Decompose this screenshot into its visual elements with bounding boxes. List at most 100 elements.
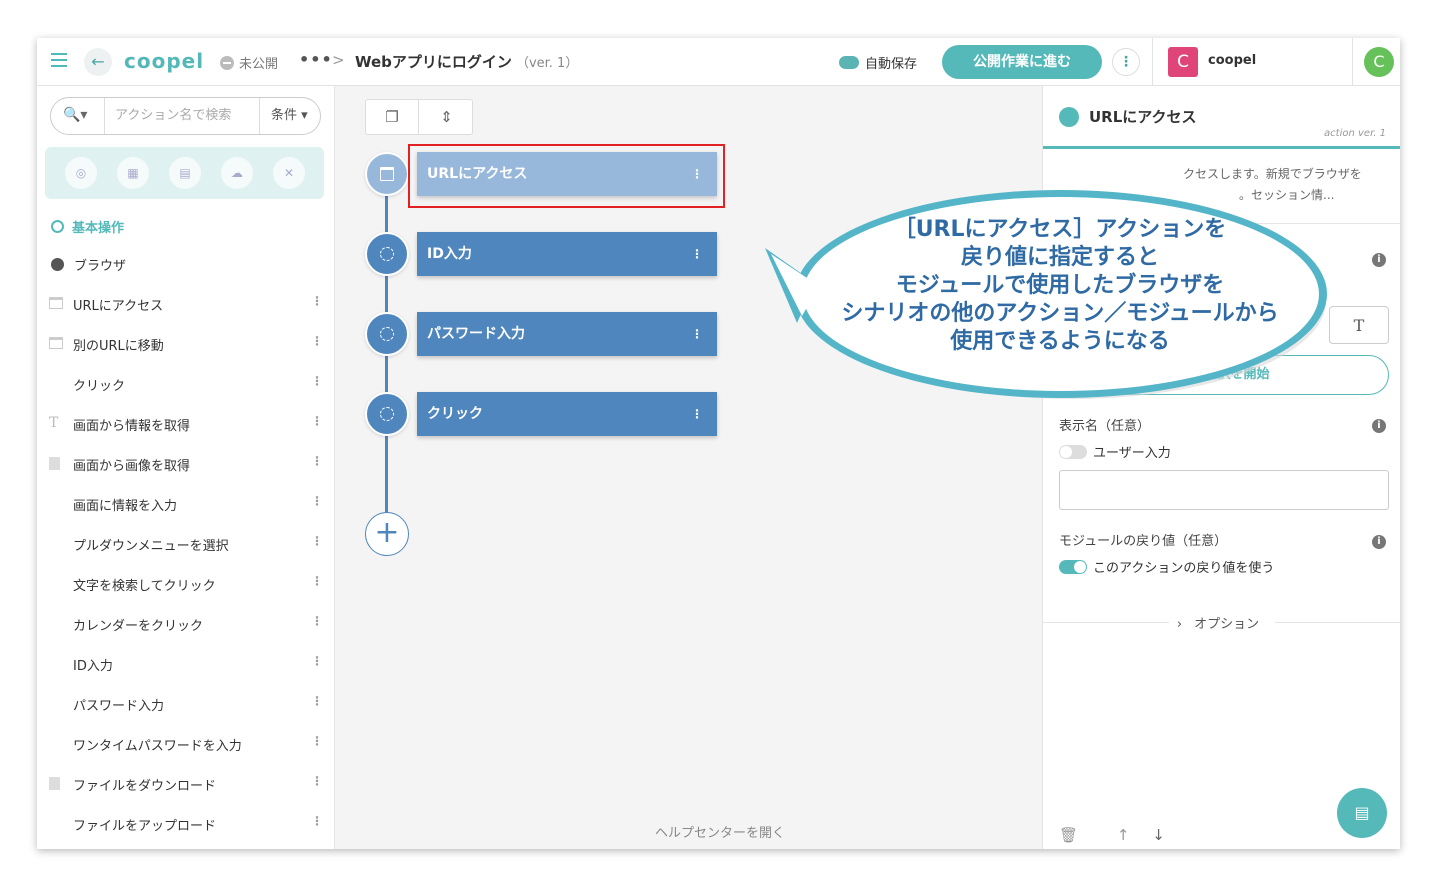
copy-icon[interactable]: ❐	[366, 100, 419, 134]
list-item[interactable]: ID入力 ⋮	[37, 644, 335, 684]
kebab-icon[interactable]: ⋮	[311, 614, 323, 628]
autosave-indicator: 自動保存	[839, 53, 917, 72]
back-button[interactable]: ←	[84, 48, 112, 76]
node-label: ID入力	[427, 246, 472, 262]
kebab-icon[interactable]: ⋮	[311, 294, 323, 308]
description-line: 。セッション情...	[1239, 188, 1335, 202]
list-item[interactable]: パスワード入力 ⋮	[37, 684, 335, 724]
kebab-icon[interactable]: ⋮	[311, 734, 323, 748]
kebab-icon[interactable]: ⋮	[311, 334, 323, 348]
kebab-icon[interactable]: ⋮	[311, 414, 323, 428]
chevron-right-icon: >	[332, 51, 345, 69]
kebab-icon[interactable]: ⋮	[691, 327, 703, 341]
action-label: 画面から情報を取得	[73, 419, 191, 434]
arrow-down-icon[interactable]: ↓	[1152, 826, 1165, 844]
kebab-icon[interactable]: ⋮	[691, 247, 703, 261]
subsection-title: ブラウザ	[74, 259, 127, 274]
category-filter: ◎ ▦ ▤ ☁ ✕	[45, 147, 324, 199]
list-item[interactable]: カレンダーをクリック ⋮	[37, 604, 335, 644]
callout-line: 使用できるようになる	[950, 329, 1170, 354]
help-center-link[interactable]: ヘルプセンターを開く	[654, 826, 785, 841]
list-item[interactable]: ファイルをアップロード ⋮	[37, 804, 335, 844]
list-item[interactable]: URLにアクセス ⋮	[37, 284, 335, 324]
subsection-browser[interactable]: ブラウザ	[51, 255, 126, 274]
arrow-up-icon[interactable]: ↑	[1116, 826, 1130, 844]
list-item[interactable]: 画面から画像を取得 ⋮	[37, 444, 335, 484]
action-label: 画面に情報を入力	[73, 499, 178, 514]
window-icon	[49, 337, 63, 349]
canvas-toolbar: ❐ ⇕	[365, 99, 473, 135]
add-node-button[interactable]: +	[365, 512, 409, 556]
node-status-icon	[365, 392, 409, 436]
kebab-icon[interactable]: ⋮	[311, 454, 323, 468]
org-icon[interactable]: C	[1168, 47, 1198, 77]
avatar[interactable]: C	[1364, 47, 1394, 77]
flow-node[interactable]: URLにアクセス ⋮	[417, 152, 717, 196]
kebab-icon[interactable]: ⋮	[691, 407, 703, 421]
org-name[interactable]: coopel	[1208, 53, 1257, 68]
node-label: パスワード入力	[427, 326, 525, 342]
kebab-icon[interactable]: ⋮	[311, 374, 323, 388]
list-item[interactable]: ファイルをダウンロード ⋮	[37, 764, 335, 804]
status-label: 未公開	[239, 57, 279, 72]
trash-icon[interactable]: 🗑	[1059, 826, 1079, 844]
globe-icon[interactable]: ◎	[65, 157, 97, 189]
kebab-icon[interactable]: ⋮	[311, 494, 323, 508]
list-item[interactable]: 画面に情報を入力 ⋮	[37, 484, 335, 524]
return-value-toggle[interactable]	[1059, 560, 1087, 574]
document-icon[interactable]: ▤	[169, 157, 201, 189]
list-item[interactable]: 文字を検索してクリック ⋮	[37, 564, 335, 604]
condition-dropdown[interactable]: 条件 ▾	[271, 108, 308, 123]
action-label: パスワード入力	[73, 699, 165, 714]
info-icon[interactable]: i	[1372, 253, 1386, 267]
window-icon	[49, 297, 63, 309]
flow-node[interactable]: ID入力 ⋮	[417, 232, 717, 276]
text-mode-button[interactable]: T	[1329, 306, 1389, 344]
list-item[interactable]: クリック ⋮	[37, 364, 335, 404]
excel-icon[interactable]: ▦	[117, 157, 149, 189]
tools-icon[interactable]: ✕	[273, 157, 305, 189]
cloud-icon[interactable]: ☁	[221, 157, 253, 189]
globe-icon	[51, 220, 64, 233]
section-basic-operations[interactable]: 基本操作	[51, 217, 124, 236]
menu-icon[interactable]	[51, 53, 67, 67]
info-icon[interactable]: i	[1372, 419, 1386, 433]
more-options-button[interactable]: •••	[299, 50, 333, 69]
callout-text: ［URLにアクセス］アクションを 戻り値に指定すると モジュールで使用したブラウ…	[795, 216, 1325, 356]
collapse-all-icon[interactable]: ⇕	[440, 108, 453, 126]
list-item[interactable]: ワンタイムパスワードを入力 ⋮	[37, 724, 335, 764]
kebab-icon[interactable]: ⋮	[311, 774, 323, 788]
chat-icon[interactable]: ▤	[1337, 788, 1387, 838]
flow-node[interactable]: クリック ⋮	[417, 392, 717, 436]
kebab-icon[interactable]: ⋮	[691, 167, 703, 181]
kebab-menu-button[interactable]: ⋮	[1112, 48, 1140, 76]
node-label: クリック	[427, 406, 483, 422]
action-label: ID入力	[73, 659, 113, 674]
user-input-toggle[interactable]	[1059, 445, 1087, 459]
flow-node[interactable]: パスワード入力 ⋮	[417, 312, 717, 356]
header: ← coopel 未公開 ••• > Webアプリにログイン（ver. 1） 自…	[37, 38, 1400, 86]
search-icon[interactable]: 🔍▾	[63, 107, 88, 123]
kebab-icon[interactable]: ⋮	[311, 534, 323, 548]
kebab-icon[interactable]: ⋮	[311, 694, 323, 708]
kebab-icon[interactable]: ⋮	[311, 574, 323, 588]
version-label: （ver. 1）	[515, 56, 579, 71]
display-name-input[interactable]	[1059, 470, 1389, 510]
action-description: クセスします。新規でブラウザを 。セッション情...	[1059, 164, 1389, 206]
divider	[1352, 38, 1353, 86]
action-label: ワンタイムパスワードを入力	[73, 739, 242, 754]
options-expander[interactable]: › オプション	[1043, 613, 1400, 632]
highlight-box	[408, 144, 725, 208]
publish-button[interactable]: 公開作業に進む	[942, 45, 1102, 79]
kebab-icon[interactable]: ⋮	[311, 654, 323, 668]
text-icon: T	[49, 415, 59, 431]
kebab-icon[interactable]: ⋮	[311, 814, 323, 828]
list-item[interactable]: プルダウンメニューを選択 ⋮	[37, 524, 335, 564]
search-input[interactable]: アクション名で検索	[104, 98, 260, 134]
info-icon[interactable]: i	[1372, 535, 1386, 549]
list-item[interactable]: T 画面から情報を取得 ⋮	[37, 404, 335, 444]
document-icon	[49, 777, 60, 790]
app-window: ← coopel 未公開 ••• > Webアプリにログイン（ver. 1） 自…	[37, 38, 1400, 849]
list-item[interactable]: 別のURLに移動 ⋮	[37, 324, 335, 364]
display-name-label: 表示名（任意）	[1059, 419, 1151, 434]
